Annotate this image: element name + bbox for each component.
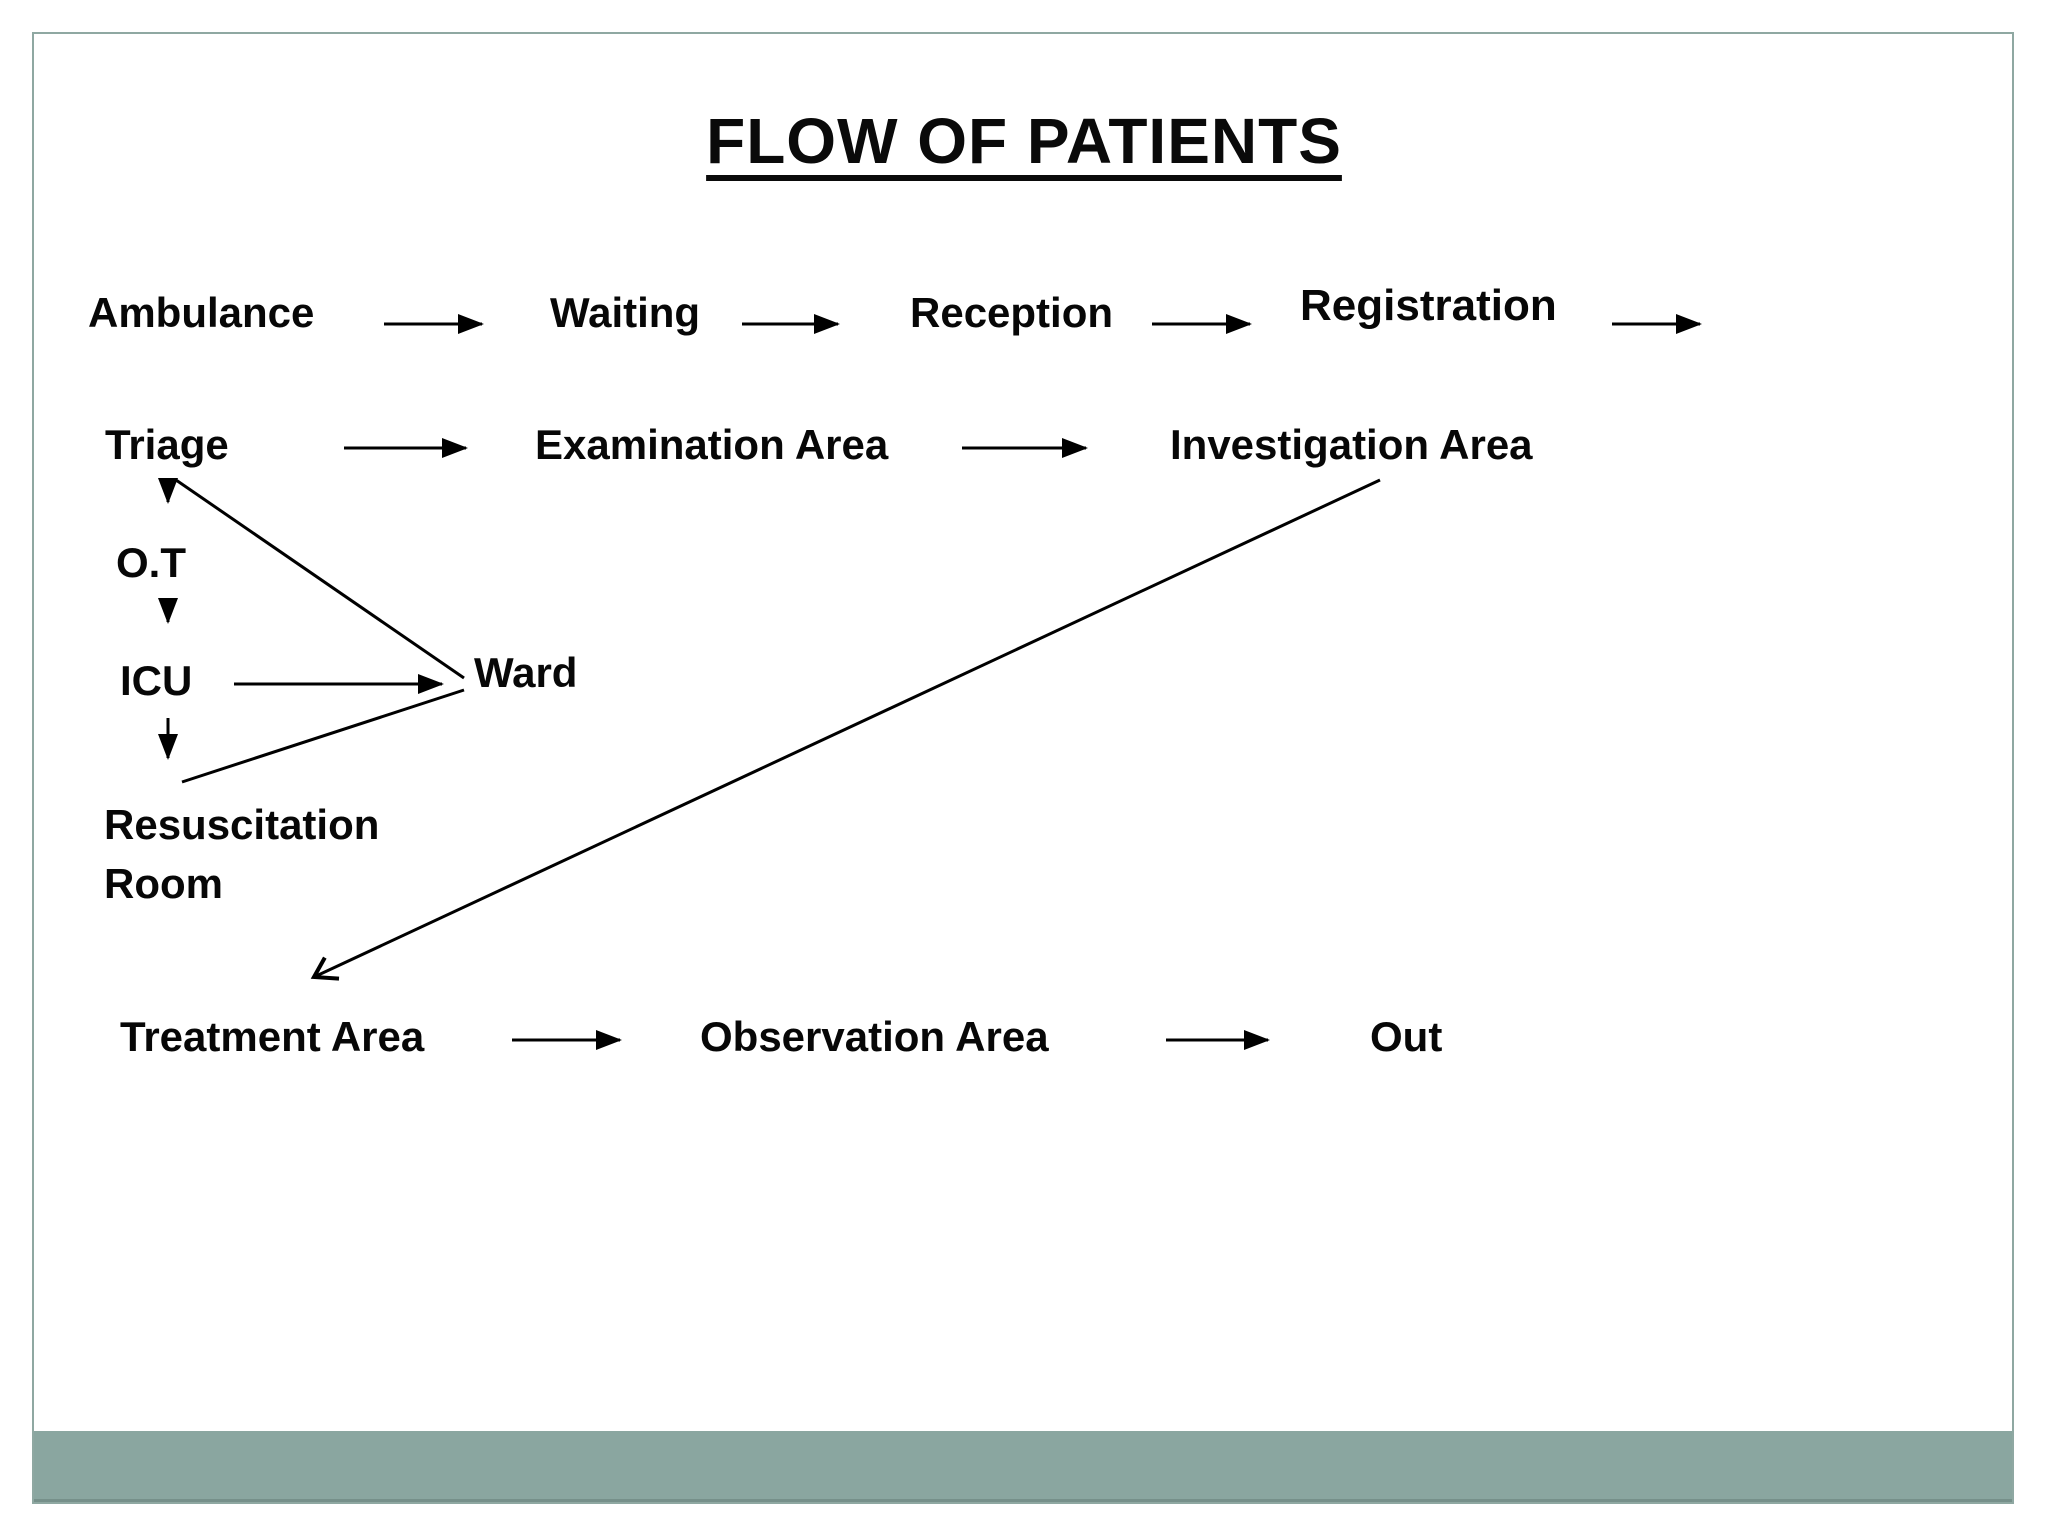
node-examination-area: Examination Area (535, 421, 889, 468)
node-resuscitation-room: Resuscitation Room (104, 801, 380, 907)
node-ot: O.T (116, 539, 186, 586)
slide-frame (32, 32, 2014, 1504)
node-ambulance: Ambulance (88, 289, 315, 336)
node-investigation-area: Investigation Area (1170, 421, 1533, 468)
node-reception: Reception (910, 289, 1114, 336)
node-icu: ICU (120, 657, 193, 704)
node-out: Out (1370, 1013, 1443, 1060)
node-registration: Registration (1300, 281, 1557, 330)
node-observation-area: Observation Area (700, 1013, 1049, 1060)
node-ward: Ward (474, 649, 578, 696)
node-treatment-area: Treatment Area (120, 1013, 425, 1060)
node-triage: Triage (105, 421, 229, 468)
footer-bar (34, 1431, 2012, 1502)
node-waiting: Waiting (550, 289, 701, 336)
slide-title: FLOW OF PATIENTS (706, 105, 1342, 177)
